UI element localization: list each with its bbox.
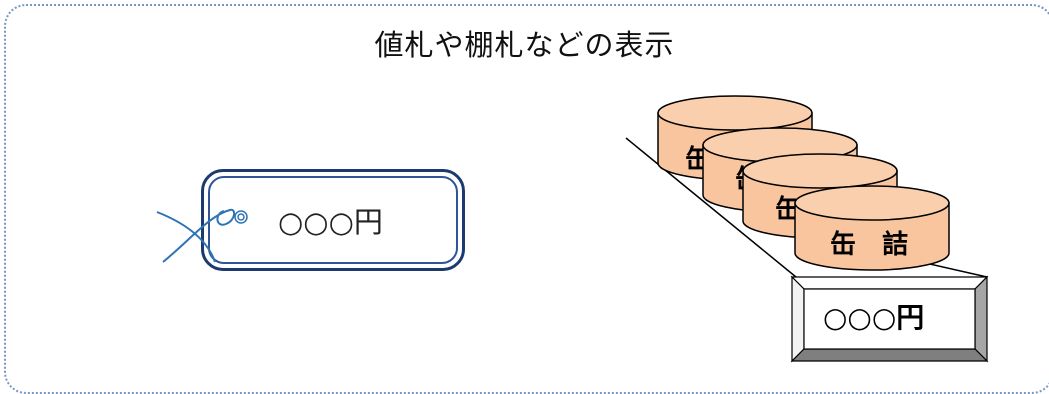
price-tag <box>201 169 465 271</box>
tag-hole <box>234 210 248 224</box>
price-tag-inner-border <box>208 176 458 264</box>
tag-string <box>156 208 236 263</box>
diagram-svg: 缶 缶 詰 缶 缶 詰 <box>156 95 989 363</box>
shelf-price-plate <box>790 275 989 363</box>
can-4 <box>794 185 950 271</box>
can-4-label: 缶 詰 <box>830 229 908 260</box>
price-tag-label: ○○○円 <box>278 205 383 239</box>
shelf-price-label: ○○○円 <box>823 301 925 334</box>
page-title: 値札や棚札などの表示 <box>374 28 675 62</box>
